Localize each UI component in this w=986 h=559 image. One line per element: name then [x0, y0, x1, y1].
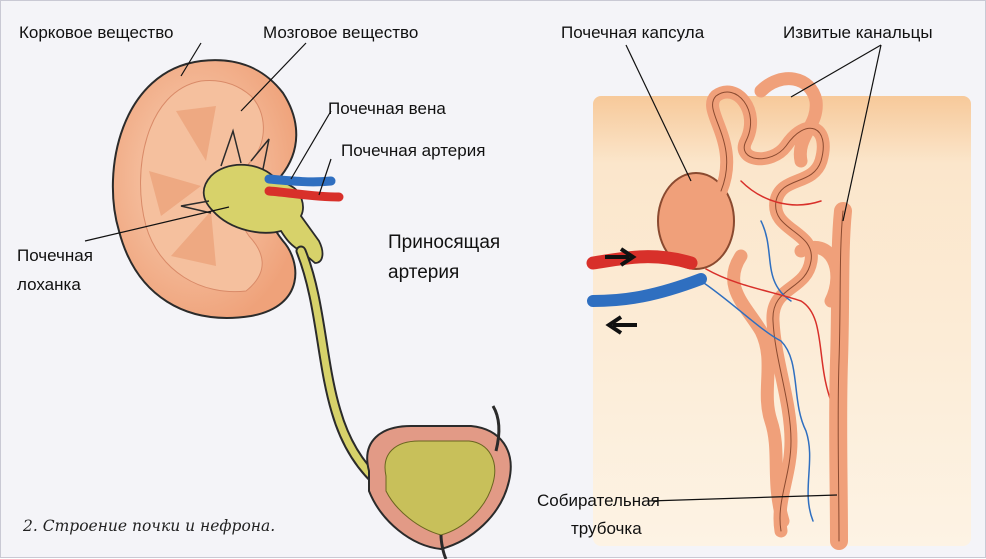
- label-renal-pelvis-2: лоханка: [17, 275, 81, 295]
- label-collecting-2: трубочка: [571, 519, 642, 539]
- label-renal-pelvis-1: Почечная: [17, 246, 93, 266]
- renal-artery-vessel: [269, 191, 339, 197]
- label-afferent-1: Приносящая: [388, 231, 500, 254]
- label-convoluted-tubules: Извитые канальцы: [783, 23, 933, 43]
- label-renal-artery: Почечная артерия: [341, 141, 485, 161]
- label-renal-vein: Почечная вена: [328, 99, 446, 119]
- label-collecting-1: Собирательная: [537, 491, 660, 511]
- label-cortex: Корковое вещество: [19, 23, 174, 43]
- renal-vein-vessel: [269, 179, 331, 182]
- label-afferent-2: артерия: [388, 261, 459, 284]
- kidney: [113, 60, 386, 489]
- figure-caption: 2. Строение почки и нефрона.: [23, 517, 275, 535]
- label-medulla: Мозговое вещество: [263, 23, 418, 43]
- label-renal-capsule: Почечная капсула: [561, 23, 704, 43]
- bladder: [367, 406, 510, 559]
